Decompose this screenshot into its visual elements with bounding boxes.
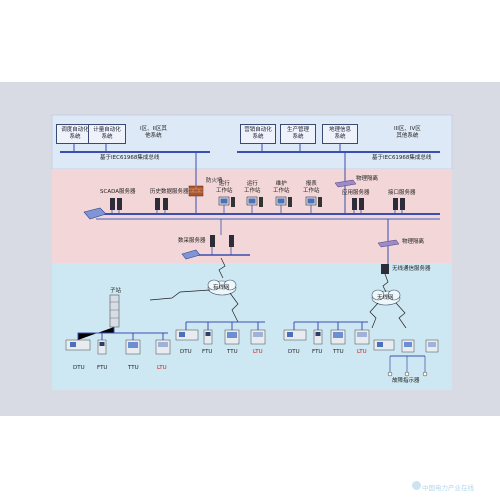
production-management-label: 生产管理 系统 <box>286 127 309 140</box>
watermark-text: 中国电力产业在线 <box>422 484 474 492</box>
wireless-comm-label: 无线通信服务器 <box>392 266 431 272</box>
app-server-icon <box>352 198 357 210</box>
g3-ltu-label: LTU <box>357 349 367 355</box>
g2-dtu-label: DTU <box>180 349 192 355</box>
switch2-icon <box>181 249 201 260</box>
gis-box: 地理信息 系统 <box>322 124 358 144</box>
metering-automation-box: 计量自动化 系统 <box>88 124 126 144</box>
left-bus-label: 基于IEC61968集成总线 <box>100 155 160 161</box>
device-group-4 <box>373 339 439 377</box>
right-bus-label: 基于IEC61968集成总线 <box>372 155 432 161</box>
phys-iso2-icon <box>377 239 400 248</box>
g2-ttu-label: TTU <box>227 349 238 355</box>
zone-middle <box>52 169 452 263</box>
wireless-net-cloud <box>371 289 401 306</box>
left-other-systems-label: I区、II区其 他系统 <box>140 126 167 139</box>
maint-ws-label: 维护 工作站 <box>273 181 290 194</box>
collect-server-label: 数采服务器 <box>178 238 206 244</box>
g1-ltu-label: LTU <box>157 365 167 371</box>
watermark-logo-icon <box>412 481 421 490</box>
phys-iso2-label: 物理隔离 <box>402 239 425 245</box>
g1-ftu-label: FTU <box>97 365 108 371</box>
g2-ltu-label: LTU <box>253 349 263 355</box>
device-group-2 <box>175 329 266 345</box>
marketing-automation-label: 营销自动化 系统 <box>244 127 272 140</box>
iface-server-icon <box>393 198 398 210</box>
wireless-server-icon <box>381 264 389 274</box>
phys-iso-icon <box>334 179 357 188</box>
device-group-1 <box>65 339 171 355</box>
metering-automation-label: 计量自动化 系统 <box>93 127 121 140</box>
wired-net-label: 有线网 <box>213 285 230 291</box>
g3-ttu-label: TTU <box>333 349 344 355</box>
g3-ftu-label: FTU <box>312 349 323 355</box>
substation-label: 子站 <box>110 288 122 294</box>
workstations <box>218 196 322 207</box>
ops-ws2-label: 运行 工作站 <box>244 181 261 194</box>
g3-dtu-label: DTU <box>288 349 300 355</box>
collect-server-icon <box>210 235 215 247</box>
iface-server-label: 接口服务器 <box>388 190 416 196</box>
ops-ws-label: 运行 工作站 <box>216 181 233 194</box>
scada-server-icon <box>110 198 115 210</box>
g2-ftu-label: FTU <box>202 349 213 355</box>
fault-indicator-label: 故障指示器 <box>392 378 420 384</box>
wired-net-cloud <box>207 279 237 296</box>
g1-ttu-label: TTU <box>128 365 139 371</box>
gis-label: 地理信息 系统 <box>328 127 351 140</box>
scada-label: SCADA服务器 <box>100 189 136 195</box>
device-group-3 <box>283 329 370 345</box>
dispatch-automation-box: 调度自动化 系统 <box>56 124 94 144</box>
history-server-icon <box>155 198 160 210</box>
production-management-box: 生产管理 系统 <box>280 124 316 144</box>
substation-cabinet <box>109 294 120 328</box>
history-label: 历史数据服务器 <box>150 189 189 195</box>
right-other-systems-label: III区、IV区 其他系统 <box>394 126 421 139</box>
switch-icon <box>83 207 107 220</box>
dispatch-automation-label: 调度自动化 系统 <box>61 127 89 140</box>
phys-iso-label: 物理隔离 <box>356 176 379 182</box>
app-server-label: 应用服务器 <box>342 190 370 196</box>
firewall-label: 防火墙 <box>206 178 223 184</box>
wireless-net-label: 无线网 <box>377 295 394 301</box>
marketing-automation-box: 营销自动化 系统 <box>240 124 276 144</box>
g1-dtu-label: DTU <box>73 365 85 371</box>
report-ws-label: 报表 工作站 <box>303 181 320 194</box>
